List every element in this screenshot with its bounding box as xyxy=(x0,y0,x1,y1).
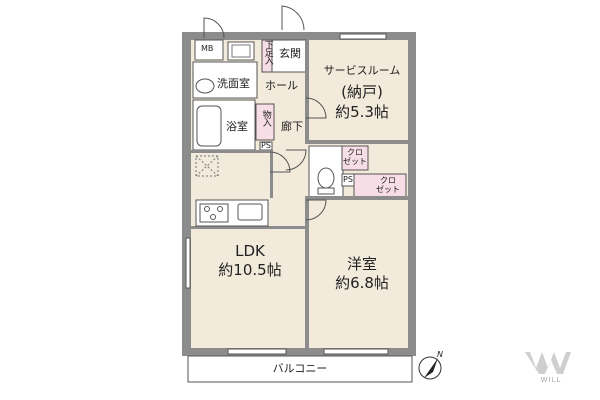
closet-b-label-1: クロ xyxy=(380,176,396,185)
getabako-area xyxy=(261,39,273,73)
ldk-label: LDK xyxy=(235,242,265,260)
monoire-label: 物入 xyxy=(260,110,271,126)
mb-label: MB xyxy=(201,44,214,53)
service-room-label: サービスルーム xyxy=(323,64,401,77)
rouka-label: 廊下 xyxy=(281,120,303,133)
balcony-label: バルコニー xyxy=(272,362,328,375)
fridge-space xyxy=(195,155,219,177)
getabako-label: 下足入 xyxy=(262,40,273,64)
bathtub-icon xyxy=(196,105,222,147)
brand-logo-icon xyxy=(525,352,571,374)
closet-a-label-2: ゼット xyxy=(343,157,367,166)
ldk-size-label: 約10.5帖 xyxy=(218,261,282,279)
yokushitsu-label: 浴室 xyxy=(226,120,248,133)
sink-icon xyxy=(237,203,263,221)
ps-top-label: PS xyxy=(261,141,271,150)
nando-label: (納戸) xyxy=(341,83,383,101)
closet-b-area xyxy=(353,173,407,199)
mb-box xyxy=(194,39,224,61)
senmen-label: 洗面室 xyxy=(217,77,250,90)
closet-a-label-1: クロ xyxy=(347,148,363,157)
toilet-icon xyxy=(317,167,335,189)
closet-b-label-2: ゼット xyxy=(376,185,400,194)
genkan-label: 玄関 xyxy=(279,47,301,60)
basin-icon xyxy=(195,78,215,94)
compass-north-label: N xyxy=(437,350,443,359)
brand-name: WILL xyxy=(540,376,562,384)
interior-walls xyxy=(191,40,408,348)
windows xyxy=(185,33,389,355)
compass-icon xyxy=(418,356,442,380)
ps-mid-label: PS xyxy=(343,175,353,184)
hall-label: ホール xyxy=(265,79,298,92)
door-swings xyxy=(203,5,327,221)
youshitsu-label: 洋室 xyxy=(346,255,377,273)
youshitsu-size-label: 約6.8帖 xyxy=(335,274,389,292)
closet-a-area xyxy=(341,145,369,171)
washer-pan-icon xyxy=(227,41,255,61)
ps-mid-box xyxy=(341,173,355,187)
stove-icon xyxy=(199,203,229,223)
service-size-label: 約5.3帖 xyxy=(335,103,389,121)
balcony-area xyxy=(187,355,413,383)
monoire-area xyxy=(255,103,275,141)
